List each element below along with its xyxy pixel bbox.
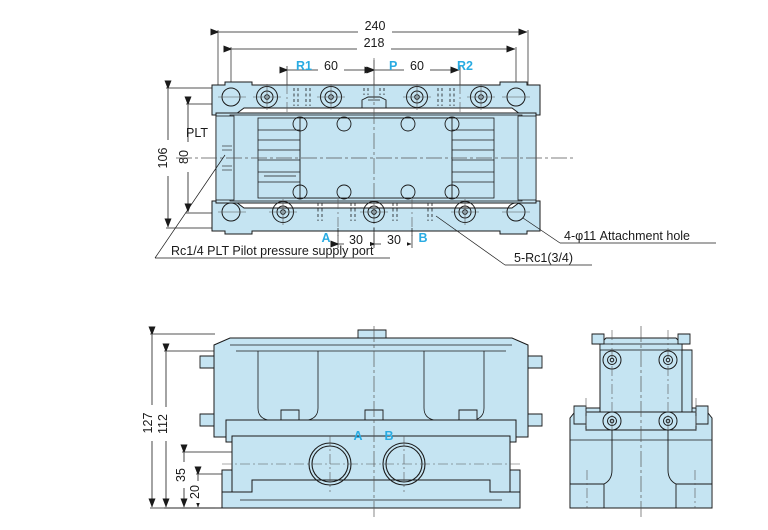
dimension-heights: 106 80 PLT xyxy=(156,80,232,229)
right-side-view xyxy=(569,326,713,520)
port-label-b-front: B xyxy=(384,429,393,443)
callout-ports-text: 5-Rc1(3/4) xyxy=(514,251,573,265)
dim-mounting-width: 218 xyxy=(364,36,385,50)
port-label-a-front: A xyxy=(353,429,362,443)
dim-base-height: 20 xyxy=(188,485,202,499)
callout-ports: 5-Rc1(3/4) xyxy=(435,215,592,266)
port-label-p: P xyxy=(389,59,397,73)
dim-pitch-left: 60 xyxy=(324,59,338,73)
dim-port-center-height: 35 xyxy=(174,468,188,482)
dim-front-body-height: 112 xyxy=(156,414,170,434)
port-label-r2: R2 xyxy=(457,59,473,73)
dim-inner-height: 80 xyxy=(177,150,191,164)
front-view: 127 112 35 20 xyxy=(141,326,543,520)
side-view-body xyxy=(569,326,713,520)
bottom-row-ports xyxy=(218,199,530,236)
dim-front-overall-height: 127 xyxy=(141,413,155,434)
dim-overall-width: 240 xyxy=(365,19,386,33)
plt-label: PLT xyxy=(186,126,208,140)
callout-pilot: Rc1/4 PLT Pilot pressure supply port xyxy=(154,154,390,259)
dimension-ab-offset: 30 30 A B xyxy=(321,228,428,249)
top-row-ports xyxy=(218,84,530,112)
dimension-240: 240 xyxy=(210,19,529,95)
callout-attachment: 4-φ11 Attachment hole xyxy=(522,217,716,244)
dim-overall-height: 106 xyxy=(156,148,170,169)
callout-pilot-text: Rc1/4 PLT Pilot pressure supply port xyxy=(171,244,374,258)
dim-port-a-offset: 30 xyxy=(349,233,363,247)
port-label-r1: R1 xyxy=(296,59,312,73)
front-view-body: A B xyxy=(199,326,543,520)
callout-attachment-text: 4-φ11 Attachment hole xyxy=(564,229,690,243)
top-view: 240 218 60 60 R1 P R2 xyxy=(154,19,716,266)
dim-port-b-offset: 30 xyxy=(387,233,401,247)
port-label-a-top: A xyxy=(321,231,330,245)
top-view-body xyxy=(176,58,576,246)
dimension-front-heights: 127 112 35 20 xyxy=(141,326,262,509)
port-label-b-top: B xyxy=(418,231,427,245)
dim-pitch-right: 60 xyxy=(410,59,424,73)
